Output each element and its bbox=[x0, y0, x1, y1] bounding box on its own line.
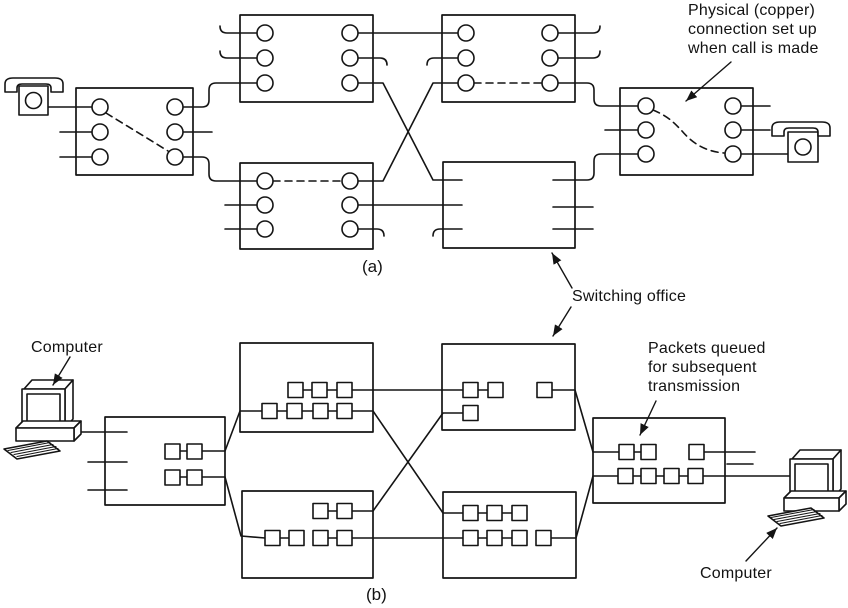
packet-square bbox=[462, 529, 479, 547]
packet-square bbox=[288, 529, 305, 547]
packet-squares bbox=[164, 381, 705, 547]
computer-label-top: Computer bbox=[31, 339, 103, 356]
caption-a: (a) bbox=[362, 257, 383, 276]
packet-square bbox=[640, 467, 657, 485]
packet-square bbox=[311, 381, 328, 399]
packet-square bbox=[462, 381, 479, 399]
packet-square bbox=[617, 467, 634, 485]
telephone-icon bbox=[4, 77, 64, 116]
packet-square bbox=[687, 467, 704, 485]
computer-icon bbox=[3, 379, 82, 460]
packet-square bbox=[486, 504, 503, 522]
switch-box bbox=[442, 161, 576, 249]
computer-icon bbox=[767, 449, 847, 527]
packet-square bbox=[287, 381, 304, 399]
packet-square bbox=[663, 467, 680, 485]
caption-b: (b) bbox=[366, 585, 387, 604]
packet-square bbox=[312, 529, 329, 547]
arrow bbox=[552, 306, 572, 337]
packet-square bbox=[164, 469, 181, 486]
packet-square bbox=[486, 529, 503, 547]
packet-square bbox=[511, 504, 528, 522]
computer-label-bottom: Computer bbox=[700, 565, 772, 582]
switch-box bbox=[592, 417, 726, 504]
packet-square bbox=[312, 502, 329, 520]
packet-switching-diagram bbox=[3, 342, 847, 579]
arrow bbox=[639, 400, 657, 436]
packet-square bbox=[688, 443, 705, 461]
switch-box bbox=[239, 342, 374, 433]
annotation-packets-queued: Packets queued for subsequent transmissi… bbox=[648, 340, 766, 395]
packet-square bbox=[462, 504, 479, 522]
packet-square bbox=[640, 443, 657, 461]
annotation-switching-office: Switching office bbox=[572, 288, 687, 305]
switch-box bbox=[441, 343, 576, 431]
port-circles bbox=[91, 24, 742, 238]
packet-square bbox=[336, 502, 353, 520]
arrow bbox=[52, 356, 71, 386]
packet-square bbox=[186, 469, 203, 486]
packet-square bbox=[535, 529, 552, 547]
packet-square bbox=[487, 381, 504, 399]
packet-square bbox=[264, 529, 281, 547]
packet-square bbox=[618, 443, 635, 461]
packet-square bbox=[312, 402, 329, 420]
packet-square bbox=[536, 381, 553, 399]
packet-square bbox=[462, 404, 479, 422]
packet-square bbox=[336, 381, 353, 399]
annotation-physical-connection: Physical (copper) connection set up when… bbox=[688, 2, 819, 57]
packet-square bbox=[336, 402, 353, 420]
telephone-icon bbox=[771, 121, 831, 163]
packet-square bbox=[261, 402, 278, 420]
trunk-lines bbox=[47, 25, 789, 237]
switch-box bbox=[241, 490, 374, 579]
circuit-switching-diagram bbox=[4, 14, 831, 250]
packet-square bbox=[164, 443, 181, 460]
switch-box bbox=[104, 416, 226, 506]
arrow bbox=[745, 527, 778, 562]
arrow bbox=[551, 252, 573, 289]
packet-square bbox=[286, 402, 303, 420]
circuit-path-dashed bbox=[105, 82, 725, 182]
arrow bbox=[685, 61, 732, 102]
packet-links bbox=[73, 389, 791, 539]
packet-square bbox=[511, 529, 528, 547]
packet-square bbox=[186, 443, 203, 460]
packet-square bbox=[336, 529, 353, 547]
annotation-arrows bbox=[52, 61, 778, 562]
